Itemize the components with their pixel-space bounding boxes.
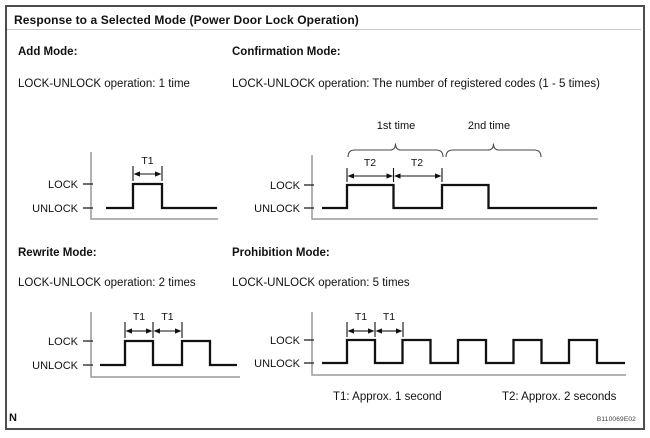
page-marker: N (9, 412, 17, 424)
figure-title: Response to a Selected Mode (Power Door … (14, 13, 359, 27)
rewrite-mode-operation: LOCK-UNLOCK operation: 2 times (18, 277, 196, 289)
figure-code: B110069E02 (596, 416, 636, 423)
rewrite-mode-heading: Rewrite Mode: (18, 247, 97, 259)
t2-note: T2: Approx. 2 seconds (502, 391, 617, 403)
confirmation-mode-heading: Confirmation Mode: (232, 46, 341, 58)
figure-border (5, 5, 645, 430)
add-mode-heading: Add Mode: (18, 46, 78, 58)
prohibition-mode-operation: LOCK-UNLOCK operation: 5 times (232, 277, 410, 289)
add-mode-operation: LOCK-UNLOCK operation: 1 time (18, 78, 190, 90)
confirmation-mode-operation: LOCK-UNLOCK operation: The number of reg… (232, 78, 600, 90)
prohibition-mode-heading: Prohibition Mode: (232, 247, 330, 259)
t1-note: T1: Approx. 1 second (333, 391, 442, 403)
title-separator (7, 29, 641, 30)
